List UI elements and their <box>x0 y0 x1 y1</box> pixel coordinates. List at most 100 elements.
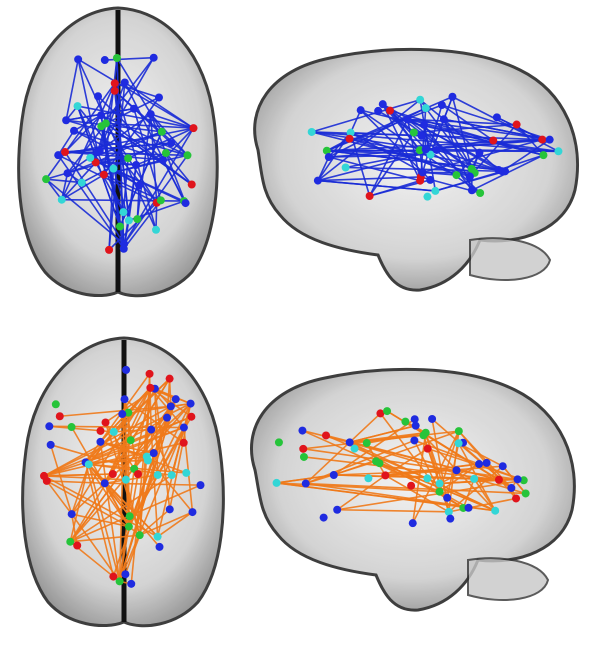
connection-edge <box>133 387 152 470</box>
brain-node <box>146 383 155 392</box>
brain-node <box>322 431 331 440</box>
connection-edge <box>157 511 193 538</box>
brain-node <box>539 151 548 160</box>
brain-node <box>154 93 163 102</box>
brain-node <box>124 522 133 531</box>
brain-node <box>158 155 167 164</box>
brain-node <box>63 169 72 178</box>
brain-node <box>446 514 455 523</box>
brain-node <box>423 192 432 201</box>
brain-node <box>152 225 161 234</box>
brain-node <box>120 78 129 87</box>
brain-node <box>444 507 453 516</box>
brain-node <box>307 127 316 136</box>
brain-node <box>112 53 121 62</box>
brain-node <box>470 474 479 483</box>
brain-node <box>125 512 134 521</box>
brain-node <box>324 153 333 162</box>
connection-edge <box>139 511 193 536</box>
brain-node <box>274 438 283 447</box>
panel-top-right-sagittal <box>253 47 580 292</box>
connection-edge <box>64 151 164 161</box>
brain-node <box>416 176 425 185</box>
connection-edge <box>99 82 126 152</box>
brain-node <box>372 457 381 466</box>
connection-edge <box>425 107 476 174</box>
brain-node <box>115 577 124 586</box>
brain-node <box>135 531 144 540</box>
brain-node <box>385 106 394 115</box>
brain-node <box>91 158 100 167</box>
connection-edge <box>317 176 421 182</box>
brain-node <box>376 409 385 418</box>
connection-edge <box>276 474 334 484</box>
brain-node <box>97 122 106 131</box>
brain-node <box>452 171 461 180</box>
brain-node <box>149 449 158 458</box>
connection-edge <box>349 441 496 512</box>
brain-node <box>61 148 70 157</box>
brain-node <box>62 116 71 125</box>
connection-edge <box>45 82 116 180</box>
brain-node <box>132 160 141 169</box>
connection-edge <box>46 480 130 528</box>
brain-node <box>454 427 463 436</box>
connection-edge <box>165 152 193 185</box>
connection-edge <box>326 138 543 152</box>
connection-edge <box>70 513 79 546</box>
brain-node <box>145 369 154 378</box>
brain-node <box>100 479 109 488</box>
connection-edge <box>100 441 148 458</box>
connection-edge <box>124 534 141 575</box>
connection-edge <box>349 412 381 443</box>
connection-edge <box>149 387 192 418</box>
brain-node <box>299 444 308 453</box>
brain-node <box>498 462 507 471</box>
connection-edge <box>104 378 171 484</box>
brain-node <box>421 145 430 154</box>
brain-node <box>129 104 138 113</box>
brain-node <box>403 115 412 124</box>
brain-node <box>84 460 93 469</box>
connection-edge <box>501 138 551 172</box>
connection-edge <box>116 57 163 133</box>
brain-node <box>153 532 162 541</box>
connection-edge <box>87 464 121 582</box>
brain-node <box>439 115 448 124</box>
connection-edge <box>317 149 437 182</box>
connection-edge <box>69 474 173 543</box>
brain-node <box>74 55 83 64</box>
brain-node <box>421 104 430 113</box>
connection-edge <box>46 480 105 485</box>
connection-edge <box>85 415 192 464</box>
connection-edge <box>88 426 185 466</box>
brain-node <box>179 423 188 432</box>
brain-node <box>341 163 350 172</box>
node-group <box>272 407 530 528</box>
brain-node <box>96 437 105 446</box>
brain-node <box>381 471 390 480</box>
brain-node <box>476 189 485 198</box>
brain-node <box>418 168 427 177</box>
brain-node <box>475 148 484 157</box>
connection-edge <box>123 127 195 245</box>
brain-node <box>143 456 152 465</box>
connection-edge <box>46 178 82 184</box>
connection-edge <box>43 475 158 538</box>
brain-node <box>77 178 86 187</box>
brain-node <box>437 101 446 110</box>
brain-node <box>135 181 144 190</box>
brain-node <box>121 475 130 484</box>
brain-node <box>491 506 500 515</box>
brain-node <box>101 418 110 427</box>
connection-edge <box>128 164 137 221</box>
brain-node <box>149 53 158 62</box>
brain-node <box>179 438 188 447</box>
connection-edge <box>384 474 450 513</box>
brain-node <box>119 244 128 253</box>
brain-node <box>362 439 371 448</box>
brain-node <box>189 124 198 133</box>
brain-node <box>167 139 176 148</box>
brain-node <box>475 460 484 469</box>
